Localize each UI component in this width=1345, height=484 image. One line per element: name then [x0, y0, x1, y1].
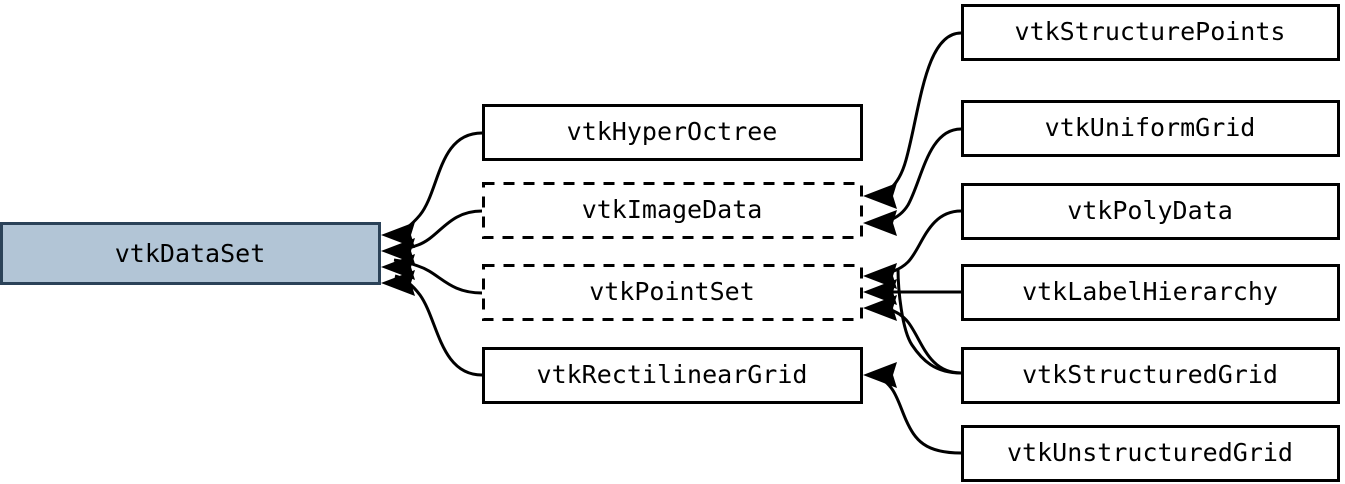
- node-label-vtkrectilineargrid: vtkRectilinearGrid: [537, 360, 808, 389]
- node-box-vtkhyperoctree[interactable]: [482, 104, 863, 161]
- edge-layer: [393, 31, 962, 455]
- edge-vtkhyperoctree-to-vtkdataset: [393, 131, 483, 237]
- node-label-vtkdataset: vtkDataSet: [115, 239, 266, 268]
- node-vtkrectilineargrid[interactable]: vtkRectilinearGrid: [482, 347, 863, 404]
- node-box-vtkrectilineargrid[interactable]: [482, 347, 863, 404]
- node-label-vtkuniformgrid: vtkUniformGrid: [1045, 113, 1256, 142]
- arrowhead-into-vtkimagedata-1: [863, 183, 897, 209]
- node-box-vtkstructuredgrid[interactable]: [961, 347, 1340, 404]
- node-box-vtkstructurepoints[interactable]: [961, 4, 1340, 61]
- edge-vtkstructurepoints-to-vtkimagedata: [877, 31, 962, 198]
- edge-vtkunstructuredgrid-to-vtkrectilineargrid: [877, 375, 962, 455]
- node-label-vtklabelhierarchy: vtkLabelHierarchy: [1022, 277, 1278, 306]
- node-box-vtkuniformgrid[interactable]: [961, 100, 1340, 157]
- node-label-vtkhyperoctree: vtkHyperOctree: [567, 117, 778, 146]
- node-box-vtkpointset[interactable]: [482, 264, 863, 321]
- node-label-vtkunstructuredgrid: vtkUnstructuredGrid: [1007, 438, 1293, 467]
- node-vtkunstructuredgrid[interactable]: vtkUnstructuredGrid: [961, 425, 1340, 482]
- node-box-vtkpolydata[interactable]: [961, 183, 1340, 240]
- node-vtkpointset[interactable]: vtkPointSet: [482, 264, 863, 321]
- node-vtklabelhierarchy[interactable]: vtkLabelHierarchy: [961, 264, 1340, 321]
- node-label-vtkpolydata: vtkPolyData: [1067, 196, 1233, 225]
- arrowhead-into-vtkpointset-3: [863, 295, 897, 321]
- node-label-vtkstructuredgrid: vtkStructuredGrid: [1022, 360, 1278, 389]
- node-box-vtkdataset[interactable]: [0, 222, 381, 285]
- node-vtkuniformgrid[interactable]: vtkUniformGrid: [961, 100, 1340, 157]
- node-vtkdataset[interactable]: vtkDataSet: [0, 222, 381, 285]
- node-vtkhyperoctree[interactable]: vtkHyperOctree: [482, 104, 863, 161]
- node-box-vtkimagedata[interactable]: [482, 182, 863, 239]
- arrowhead-into-vtkrectilineargrid-1: [863, 362, 897, 388]
- node-vtkstructurepoints[interactable]: vtkStructurePoints: [961, 4, 1340, 61]
- node-box-vtkunstructuredgrid[interactable]: [961, 425, 1340, 482]
- edge-vtkstructuredgrid-to-vtkrectilineargrid: [896, 267, 962, 375]
- arrowhead-into-vtkimagedata-2: [863, 210, 897, 236]
- node-box-vtklabelhierarchy[interactable]: [961, 264, 1340, 321]
- arrowhead-into-vtkdataset-4: [381, 270, 415, 296]
- node-label-vtkpointset: vtkPointSet: [589, 277, 755, 306]
- node-layer: vtkDataSet vtkHyperOctree vtkImageData v…: [0, 4, 1340, 482]
- edge-vtkuniformgrid-to-vtkimagedata: [876, 127, 962, 225]
- node-label-vtkstructurepoints: vtkStructurePoints: [1015, 17, 1286, 46]
- arrowhead-layer: [381, 183, 897, 388]
- node-vtkpolydata[interactable]: vtkPolyData: [961, 183, 1340, 240]
- node-vtkimagedata[interactable]: vtkImageData: [482, 182, 863, 239]
- node-label-vtkimagedata: vtkImageData: [582, 195, 763, 224]
- node-vtkstructuredgrid[interactable]: vtkStructuredGrid: [961, 347, 1340, 404]
